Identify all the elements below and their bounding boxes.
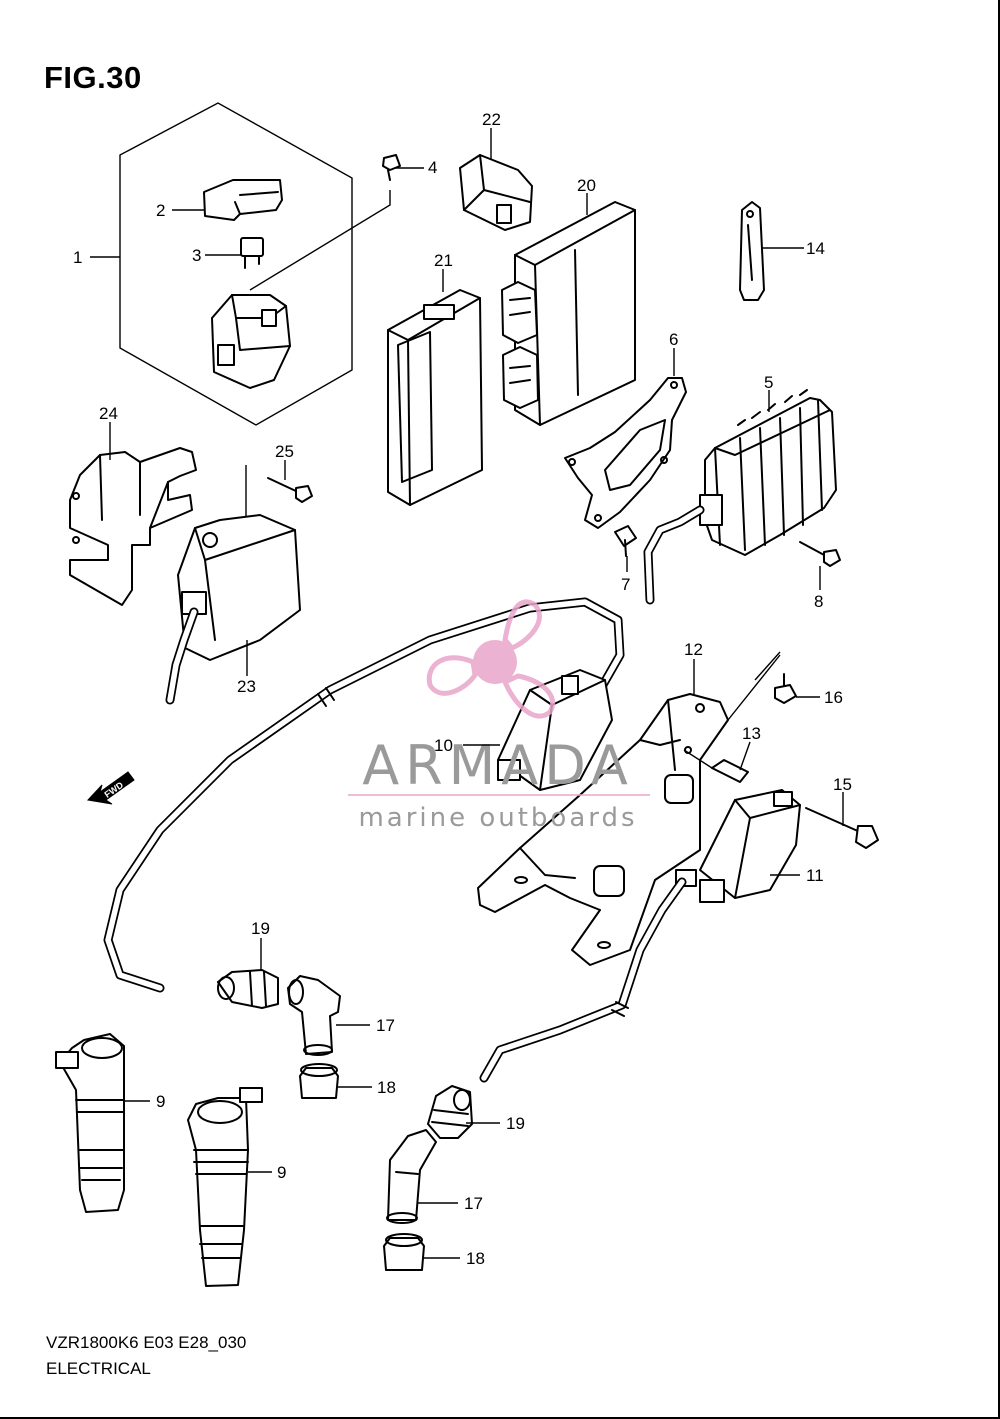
plug-wire-right bbox=[479, 877, 687, 1083]
model-code: VZR1800K6 E03 E28_030 bbox=[46, 1333, 247, 1352]
callout-14: 14 bbox=[806, 239, 825, 258]
part-16-bolt[interactable] bbox=[774, 673, 797, 704]
part-24-holder[interactable] bbox=[69, 447, 197, 606]
part-17-boot-lower[interactable] bbox=[386, 1129, 437, 1224]
section-name: ELECTRICAL bbox=[46, 1359, 151, 1378]
part-8-bolt[interactable] bbox=[799, 541, 841, 567]
part-20-ecm[interactable] bbox=[501, 201, 636, 426]
part-21-ecm-case[interactable] bbox=[387, 289, 483, 506]
callout-5: 5 bbox=[764, 373, 773, 392]
wire-break-mark bbox=[317, 687, 335, 707]
part-19-cap-lower[interactable] bbox=[427, 1085, 473, 1139]
callout-9-right: 9 bbox=[277, 1163, 286, 1182]
callout-7: 7 bbox=[621, 575, 630, 594]
part-9-plug-cap-right[interactable] bbox=[187, 1087, 263, 1287]
callout-18-upper: 18 bbox=[377, 1078, 396, 1097]
part-19-cap-upper[interactable] bbox=[217, 969, 279, 1009]
part-23-ignitor[interactable] bbox=[177, 514, 301, 661]
callout-11: 11 bbox=[806, 866, 824, 885]
callout-10: 10 bbox=[434, 736, 453, 755]
part-25-bolt[interactable] bbox=[267, 477, 313, 503]
part-7-bolt[interactable] bbox=[614, 525, 637, 557]
part-2-relay-cover[interactable] bbox=[203, 179, 283, 221]
callout-9-left: 9 bbox=[156, 1092, 165, 1111]
callout-4: 4 bbox=[428, 158, 437, 177]
callout-19-lower: 19 bbox=[506, 1114, 525, 1133]
watermark-tagline: marine outboards bbox=[358, 803, 637, 833]
callout-24: 24 bbox=[99, 404, 118, 423]
starter-relay-body[interactable] bbox=[211, 294, 291, 389]
callout-21: 21 bbox=[434, 251, 453, 270]
part-9-plug-cap-left[interactable] bbox=[55, 1033, 125, 1213]
leader-4 bbox=[249, 190, 391, 291]
leader-16-12 bbox=[727, 654, 781, 721]
part-14-rubber-strap[interactable] bbox=[739, 201, 765, 301]
leader-16 bbox=[754, 651, 781, 681]
callout-19-upper: 19 bbox=[251, 919, 270, 938]
callout-leaders bbox=[90, 128, 844, 1259]
watermark-brand: ARMADA bbox=[362, 734, 634, 797]
callout-25: 25 bbox=[275, 442, 294, 461]
part-18-cover-upper[interactable] bbox=[299, 1063, 339, 1099]
fwd-direction-arrow: FWD bbox=[86, 771, 135, 805]
part-12-coil-bracket[interactable] bbox=[477, 693, 729, 966]
callout-3: 3 bbox=[192, 246, 201, 265]
callout-20: 20 bbox=[577, 176, 596, 195]
relay-kit-outline bbox=[119, 102, 353, 426]
callout-18-lower: 18 bbox=[466, 1249, 485, 1268]
part-22-connector[interactable] bbox=[459, 154, 533, 231]
part-15-bolt[interactable] bbox=[805, 807, 879, 849]
callout-17-lower: 17 bbox=[464, 1194, 483, 1213]
callout-13: 13 bbox=[742, 724, 761, 743]
callout-16: 16 bbox=[824, 688, 843, 707]
callout-2: 2 bbox=[156, 201, 165, 220]
part-17-boot-upper[interactable] bbox=[287, 975, 341, 1056]
callout-22: 22 bbox=[482, 110, 501, 129]
callout-1: 1 bbox=[73, 248, 82, 267]
part-13-collar[interactable] bbox=[683, 749, 749, 783]
callout-23: 23 bbox=[237, 677, 256, 696]
propeller-logo bbox=[426, 599, 556, 719]
callout-12: 12 bbox=[684, 640, 703, 659]
callout-15: 15 bbox=[833, 775, 852, 794]
wire-break-mark-2 bbox=[611, 1001, 629, 1017]
part-11-ignition-coil[interactable] bbox=[675, 789, 801, 903]
part-5-regulator[interactable] bbox=[699, 389, 837, 556]
part-3-fuse[interactable] bbox=[240, 237, 264, 269]
callout-8: 8 bbox=[814, 592, 823, 611]
callout-6: 6 bbox=[669, 330, 678, 349]
figure-title: FIG.30 bbox=[44, 60, 142, 95]
part-18-cover-lower[interactable] bbox=[383, 1233, 425, 1271]
part-10-ignition-coil[interactable] bbox=[497, 669, 613, 791]
part-6-bracket[interactable] bbox=[564, 377, 687, 529]
callout-17-upper: 17 bbox=[376, 1016, 395, 1035]
